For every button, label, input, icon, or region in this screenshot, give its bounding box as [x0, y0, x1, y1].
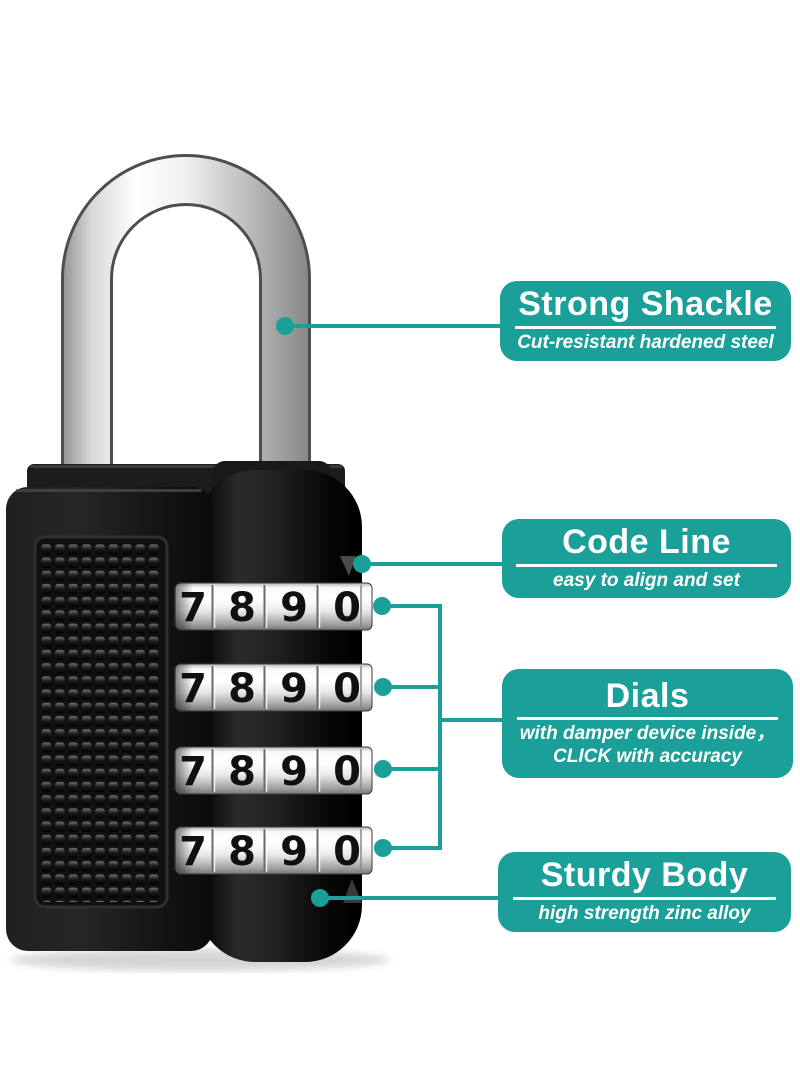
dial-digit[interactable]: 8 [228, 829, 256, 875]
dials-bracket-line [438, 604, 442, 850]
dial-digit[interactable]: 7 [179, 666, 207, 712]
dial-digit[interactable]: 0 [333, 666, 361, 712]
dial-digit[interactable]: 0 [333, 749, 361, 795]
body-connector-line [320, 896, 498, 900]
callout-underline [516, 717, 779, 721]
code-line-connector-line [362, 562, 502, 566]
callout-subtitle: easy to align and set [553, 569, 740, 591]
callout-title: Strong Shackle [518, 285, 773, 324]
dial-digit[interactable]: 0 [333, 585, 361, 631]
dial3-connector-line [383, 767, 442, 771]
dial-digit[interactable]: 0 [333, 829, 361, 875]
callout-code-line: Code Line easy to align and set [502, 519, 791, 598]
callout-subtitle: high strength zinc alloy [538, 903, 751, 925]
dial-digit[interactable]: 8 [228, 749, 256, 795]
dial-digit[interactable]: 9 [280, 829, 308, 875]
callout-title: Code Line [562, 522, 731, 561]
dial-band-2: 7 8 9 0 [174, 663, 373, 712]
dial-digit[interactable]: 7 [179, 829, 207, 875]
dials-connector-line [438, 718, 502, 722]
dial-digit[interactable]: 7 [179, 585, 207, 631]
callout-subtitle: CLICK with accuracy [553, 745, 742, 767]
dial-bands: 7 8 9 0 7 8 9 0 [174, 582, 373, 875]
shackle [61, 154, 311, 500]
texture-panel [33, 535, 169, 909]
callout-sturdy-body: Sturdy Body high strength zinc alloy [498, 852, 791, 932]
dial-digit[interactable]: 7 [179, 749, 207, 795]
dial4-connector-line [383, 846, 442, 850]
dial-band-4: 7 8 9 0 [174, 826, 373, 875]
code-line-marker-icon [340, 556, 356, 576]
callout-dials: Dials with damper device inside， CLICK w… [502, 669, 793, 778]
shackle-connector-line [285, 324, 500, 328]
callout-title: Sturdy Body [540, 856, 749, 895]
callout-subtitle: Cut-resistant hardened steel [517, 332, 774, 354]
callout-underline [516, 563, 777, 567]
callout-underline [514, 326, 777, 330]
dial1-connector-line [382, 604, 442, 608]
callout-underline [512, 897, 777, 901]
dial-band-3: 7 8 9 0 [174, 746, 373, 795]
dial-digit[interactable]: 8 [228, 666, 256, 712]
callout-title: Dials [605, 676, 690, 715]
dial-digit[interactable]: 8 [228, 585, 256, 631]
dial-band-1: 7 8 9 0 [174, 582, 373, 631]
callout-subtitle: with damper device inside， [519, 723, 776, 745]
dial2-connector-line [383, 685, 442, 689]
callout-strong-shackle: Strong Shackle Cut-resistant hardened st… [500, 281, 791, 361]
dial-digit[interactable]: 9 [280, 749, 308, 795]
dial-digit[interactable]: 9 [280, 666, 308, 712]
dial-digit[interactable]: 9 [280, 585, 308, 631]
